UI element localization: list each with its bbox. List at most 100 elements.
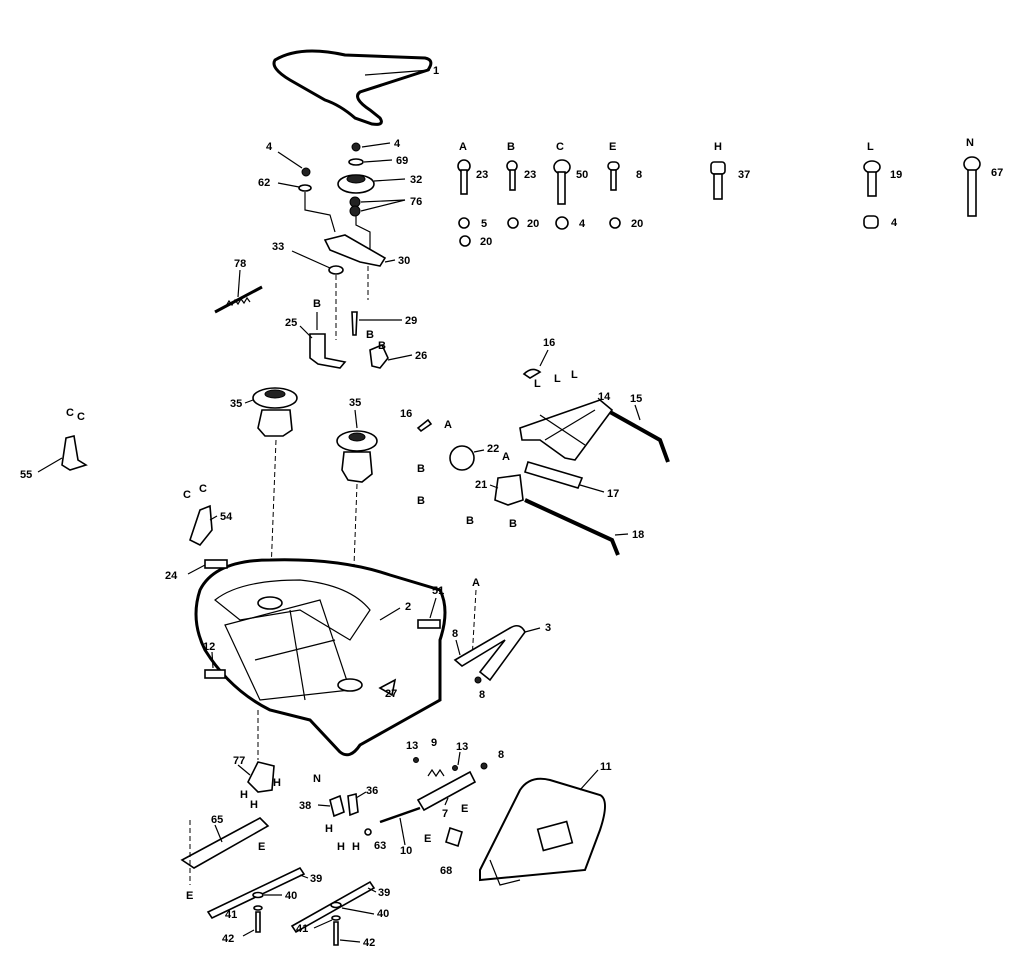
washer-part [330, 901, 342, 909]
cotter-pin-part [416, 418, 433, 433]
callout: 33 [272, 241, 284, 253]
callout: 42 [363, 937, 375, 949]
letter-a: A [502, 451, 510, 463]
hardware-legend: A 23 B 23 C 50 E 8 H 37 L 19 [457, 137, 1003, 248]
letter-b: B [366, 329, 374, 341]
callout: 7 [442, 808, 448, 820]
letter-h: H [273, 777, 281, 789]
nut-icon [555, 216, 569, 230]
hardware-qty: 37 [738, 169, 750, 181]
bolt-part [255, 911, 261, 933]
hanger-part [519, 399, 614, 461]
hardware-letter: C [556, 141, 564, 153]
letter-b: B [313, 298, 321, 310]
bracket-part [369, 343, 389, 369]
callout: 2 [405, 601, 411, 613]
callout: 13 [456, 741, 468, 753]
callout: 3 [545, 622, 551, 634]
callout: 32 [410, 174, 422, 186]
callout: 63 [374, 840, 386, 852]
mower-deck-part [194, 558, 447, 757]
belt-part [272, 49, 433, 126]
pin-part [452, 765, 458, 771]
letter-b: B [378, 340, 386, 352]
bearing-part [329, 794, 345, 818]
callout: 15 [630, 393, 642, 405]
callout: 18 [632, 529, 644, 541]
callout: 41 [296, 923, 308, 935]
hardware-qty: 4 [891, 217, 898, 229]
bolt-part [351, 311, 358, 336]
callout: 9 [431, 737, 437, 749]
letter-h: H [250, 799, 258, 811]
callout: 8 [452, 628, 458, 640]
hardware-qty: 20 [480, 236, 492, 248]
decal-part [445, 826, 463, 848]
callout: 4 [266, 141, 273, 153]
baffle-part [180, 817, 270, 869]
bolt-part [474, 676, 482, 684]
nut-icon [458, 217, 470, 229]
nut-part [351, 142, 361, 152]
pin-part [413, 757, 419, 763]
plate-part [524, 461, 584, 489]
spacer-part [349, 205, 361, 217]
callout: 17 [607, 488, 619, 500]
decal-part [204, 669, 226, 679]
letter-c: C [77, 411, 85, 423]
callout: 29 [405, 315, 417, 327]
nut-part [301, 167, 311, 177]
washer-part [348, 158, 364, 166]
letter-h: H [352, 841, 360, 853]
letter-a: A [472, 577, 480, 589]
handle-part [453, 624, 526, 682]
letter-b: B [509, 518, 517, 530]
callout: 35 [349, 397, 361, 409]
callout: 14 [598, 391, 611, 403]
rod-part [524, 498, 620, 556]
letter-l: L [554, 373, 561, 385]
callout: 13 [406, 740, 418, 752]
letter-c: C [183, 489, 191, 501]
callout: 68 [440, 865, 452, 877]
rod-part [609, 410, 670, 463]
callout: 16 [543, 337, 555, 349]
callout: 36 [366, 785, 378, 797]
letter-l: L [534, 378, 541, 390]
washer-part [298, 184, 312, 192]
callout: 30 [398, 255, 410, 267]
callout: 21 [475, 479, 487, 491]
nut-icon [609, 217, 621, 229]
callout: 76 [410, 196, 422, 208]
callout: 77 [233, 755, 245, 767]
letter-l: L [571, 369, 578, 381]
hardware-nuts: 5 20 4 20 20 4 [458, 215, 898, 248]
spring-part [427, 768, 445, 778]
callout: 78 [234, 258, 246, 270]
callout: 4 [394, 138, 401, 150]
nut-part [480, 762, 488, 770]
hardware-bolt-c: C 50 [553, 141, 588, 205]
nut-icon [863, 215, 879, 229]
callout: 8 [479, 689, 485, 701]
hardware-bolt-e: E 8 [607, 141, 642, 191]
callout: 26 [415, 350, 427, 362]
callout: 38 [299, 800, 311, 812]
letter-n: N [313, 773, 321, 785]
letter-e: E [186, 890, 193, 902]
callout: 40 [285, 890, 297, 902]
callout: 62 [258, 177, 270, 189]
hardware-qty: 20 [527, 218, 539, 230]
axle-part [416, 770, 477, 812]
decal-part [204, 559, 228, 569]
bracket-part [189, 504, 213, 547]
callout: 11 [600, 761, 612, 773]
hardware-letter: L [867, 141, 874, 153]
hardware-qty: 20 [631, 218, 643, 230]
decal-part [417, 619, 441, 629]
letter-e: E [461, 803, 468, 815]
hardware-qty: 67 [991, 167, 1003, 179]
cotter-pin-part [522, 368, 542, 379]
letter-b: B [417, 495, 425, 507]
hardware-bolt-l: L 19 [863, 141, 902, 197]
